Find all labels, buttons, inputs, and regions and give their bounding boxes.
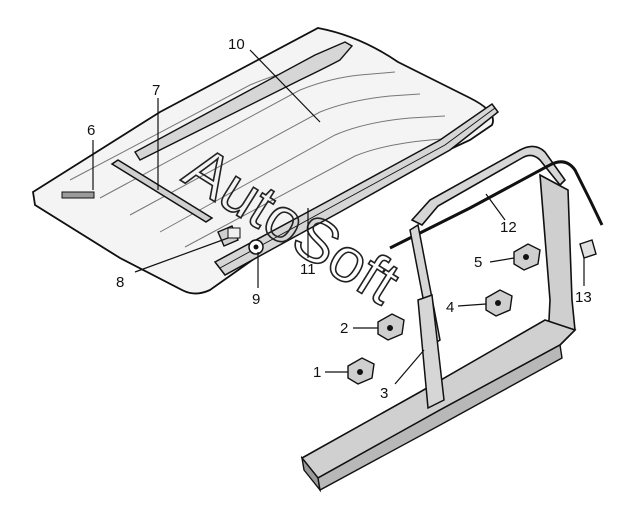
bracket-8 — [217, 225, 241, 247]
bracket-2 — [377, 313, 405, 341]
roof-front-edge — [34, 204, 211, 295]
grommet-9 — [248, 239, 264, 255]
callout-3: 3 — [380, 385, 388, 402]
callout-2: 2 — [340, 320, 348, 337]
callout-9: 9 — [252, 291, 260, 308]
callout-13: 13 — [575, 289, 592, 306]
end-cap-13 — [579, 239, 597, 259]
callout-7: 7 — [152, 82, 160, 99]
callout-11: 11 — [300, 261, 316, 278]
callout-12: 12 — [500, 219, 517, 236]
bracket-1 — [347, 357, 375, 385]
front-clip — [61, 191, 95, 199]
callout-labels: 1 2 3 4 5 6 7 8 9 10 11 12 13 — [87, 36, 592, 402]
callout-6: 6 — [87, 122, 95, 139]
bracket-5 — [513, 243, 541, 271]
roof-drip-rail — [134, 41, 354, 161]
side-gutter-rail — [213, 102, 500, 276]
callout-5: 5 — [474, 254, 482, 271]
door-opening-frame — [300, 173, 577, 493]
callout-1: 1 — [313, 364, 321, 381]
bracket-4 — [485, 289, 513, 317]
windshield-moulding — [110, 159, 214, 223]
leader-lines — [92, 49, 585, 385]
roof-panel — [32, 27, 494, 295]
callout-4: 4 — [446, 299, 454, 316]
weatherstrip-12 — [389, 160, 604, 250]
callout-10: 10 — [228, 36, 245, 53]
callout-8: 8 — [116, 274, 124, 291]
